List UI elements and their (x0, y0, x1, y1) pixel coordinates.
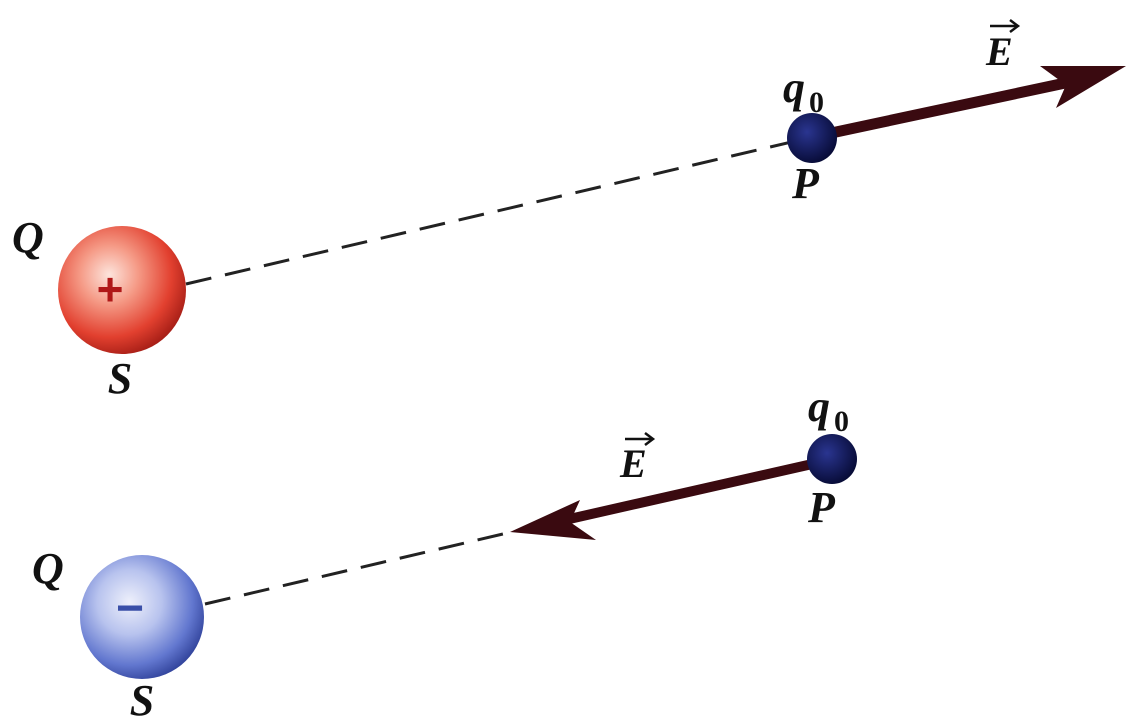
svg-text:E: E (985, 29, 1013, 74)
field-arrow-negative (560, 455, 835, 525)
vector-arrow-mark-negative (625, 432, 656, 446)
test-charge-negative (807, 434, 857, 484)
field-label-positive: E (985, 19, 1021, 74)
field-arrowhead-positive (1040, 66, 1126, 108)
field-label-negative: E (619, 432, 656, 486)
field-arrowhead-negative (510, 500, 596, 540)
source-label-q-positive: Q (12, 213, 44, 262)
field-arrow-positive (816, 76, 1076, 141)
negative-source-charge (80, 555, 204, 679)
svg-text:E: E (619, 441, 647, 486)
vector-arrow-mark-positive (990, 19, 1021, 33)
dashed-line-negative (204, 528, 521, 606)
positive-sign: + (97, 263, 124, 315)
field-point-label-p-positive: P (791, 159, 820, 208)
positive-source-charge (58, 226, 186, 354)
negative-sign: − (116, 582, 144, 635)
source-label-q-negative: Q (32, 544, 64, 593)
dashed-line-positive (185, 138, 801, 286)
test-charge-positive (787, 113, 837, 163)
field-point-label-p-negative: P (807, 483, 836, 532)
source-point-label-s-positive: S (108, 354, 132, 403)
source-point-label-s-negative: S (130, 676, 154, 721)
